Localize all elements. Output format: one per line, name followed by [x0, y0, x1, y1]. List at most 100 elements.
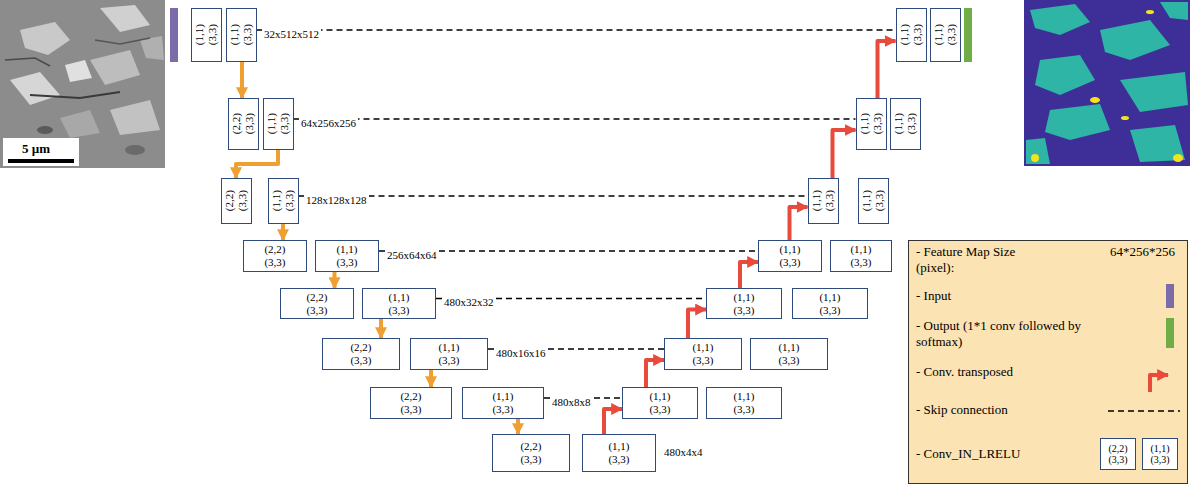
- conv-in-lrelu-block: (1,1) (3,3): [226, 8, 257, 62]
- downsample-arrow: [281, 224, 285, 240]
- downsample-arrow: [333, 272, 337, 288]
- conv-params: (1,1) (3,3): [860, 190, 885, 211]
- conv-in-lrelu-block: (1,1) (3,3): [582, 434, 656, 472]
- skip-connection: [257, 29, 896, 31]
- conv-params: (1,1) (3,3): [492, 390, 513, 415]
- conv-in-lrelu-block: (2,2) (3,3): [280, 288, 354, 319]
- conv-in-lrelu-block: (1,1) (3,3): [263, 98, 294, 150]
- conv-transposed-arrow: [790, 207, 808, 240]
- conv-in-lrelu-block: (1,1) (3,3): [462, 387, 544, 419]
- feature-map-size-example: 64*256*256: [1108, 244, 1177, 260]
- conv-in-lrelu-block: (1,1) (3,3): [191, 8, 222, 62]
- conv-in-lrelu-block: (1,1) (3,3): [808, 178, 839, 224]
- downsample-arrow: [240, 62, 244, 98]
- conv-params: (2,2) (3,3): [264, 243, 285, 268]
- conv-in-lrelu-block: (1,1) (3,3): [750, 338, 828, 370]
- scale-bar-label: 5 µm: [20, 141, 52, 157]
- conv-params: (1,1) (3,3): [850, 243, 871, 268]
- legend-text: - Skip connection: [916, 402, 1008, 418]
- conv-transposed-arrow: [646, 360, 664, 387]
- conv-in-lrelu-block: (1,1) (3,3): [758, 240, 822, 272]
- conv-params: (1,1) (3,3): [270, 190, 295, 211]
- conv-in-lrelu-block: (1,1) (3,3): [362, 288, 436, 319]
- feature-map-size: 32x512x512: [262, 28, 321, 41]
- conv-params: (1,1) (3,3): [733, 291, 754, 316]
- skip-connection: [299, 195, 808, 197]
- conv-params: (2,2) (3,3): [230, 113, 255, 134]
- conv-in-lrelu-block: (1,1) (3,3): [830, 240, 892, 272]
- conv-in-lrelu-block: (1,1) (3,3): [896, 8, 927, 62]
- conv-in-lrelu-block: (2,2) (3,3): [1100, 438, 1136, 470]
- conv-in-lrelu-block: (2,2) (3,3): [322, 338, 400, 370]
- conv-in-lrelu-block: (1,1) (3,3): [664, 338, 742, 370]
- conv-params: (1,1) (3,3): [858, 113, 883, 134]
- conv-in-lrelu-block: (1,1) (3,3): [856, 98, 887, 150]
- conv-in-lrelu-block: (1,1) (3,3): [410, 338, 488, 370]
- conv-in-lrelu-block: (1,1) (3,3): [890, 98, 921, 150]
- conv-params: (1,1) (3,3): [779, 243, 800, 268]
- conv-params: (2,2) (3,3): [1108, 443, 1127, 466]
- skip-connection-sample: [1108, 410, 1180, 412]
- conv-transposed-arrow: [740, 262, 758, 288]
- conv-in-lrelu-block: (1,1) (3,3): [315, 240, 379, 272]
- conv-params: (1,1) (3,3): [336, 243, 357, 268]
- feature-map-size: 480x4x4: [662, 446, 705, 459]
- sem-image: [0, 0, 165, 168]
- feature-map-size: 480x8x8: [550, 396, 593, 409]
- conv-in-lrelu-block: (2,2) (3,3): [243, 240, 307, 272]
- segmentation-image: [1024, 0, 1190, 166]
- conv-in-lrelu-block: (1,1) (3,3): [930, 8, 961, 62]
- legend-swatch: [1166, 284, 1174, 308]
- conv-in-lrelu-block: (2,2) (3,3): [370, 387, 452, 419]
- conv-params: (1,1) (3,3): [228, 24, 253, 45]
- conv-in-lrelu-block: (1,1) (3,3): [792, 288, 868, 319]
- conv-in-lrelu-block: (1,1) (3,3): [706, 387, 782, 419]
- legend-text: - Conv. transposed: [916, 364, 1013, 380]
- legend-text: - Feature Map Size (pixel):: [916, 244, 1056, 275]
- conv-in-lrelu-block: (2,2) (3,3): [492, 434, 570, 472]
- conv-transposed-sample: [1150, 375, 1168, 392]
- conv-in-lrelu-block: (1,1) (3,3): [1142, 438, 1178, 470]
- feature-map-size: 480x16x16: [494, 347, 548, 360]
- conv-params: (1,1) (3,3): [1150, 443, 1169, 466]
- conv-params: (1,1) (3,3): [810, 190, 835, 211]
- downsample-arrow: [516, 419, 520, 434]
- conv-transposed-arrow: [688, 310, 706, 339]
- conv-params: (1,1) (3,3): [778, 341, 799, 366]
- conv-params: (1,1) (3,3): [892, 113, 917, 134]
- conv-params: (2,2) (3,3): [306, 291, 327, 316]
- conv-params: (1,1) (3,3): [819, 291, 840, 316]
- conv-params: (1,1) (3,3): [388, 291, 409, 316]
- conv-params: (2,2) (3,3): [400, 390, 421, 415]
- legend-text: - Conv_IN_LRELU: [916, 446, 1020, 462]
- conv-transposed-arrow: [833, 130, 856, 178]
- feature-map-size: 128x128x128: [304, 194, 369, 207]
- conv-params: (1,1) (3,3): [265, 113, 290, 134]
- downsample-arrow: [429, 370, 433, 387]
- conv-params: (1,1) (3,3): [898, 24, 923, 45]
- skip-connection: [294, 118, 856, 120]
- legend-swatch: [1166, 318, 1174, 348]
- downsample-arrow: [236, 150, 278, 178]
- conv-in-lrelu-block: (1,1) (3,3): [706, 288, 782, 319]
- conv-in-lrelu-block: (1,1) (3,3): [268, 178, 299, 224]
- feature-map-size: 256x64x64: [385, 249, 439, 262]
- conv-in-lrelu-block: (2,2) (3,3): [221, 178, 252, 224]
- conv-params: (1,1) (3,3): [733, 390, 754, 415]
- conv-in-lrelu-block: (2,2) (3,3): [228, 98, 259, 150]
- legend-text: - Output (1*1 conv followed by softmax): [916, 318, 1121, 349]
- conv-in-lrelu-block: (1,1) (3,3): [622, 387, 698, 419]
- conv-params: (1,1) (3,3): [608, 440, 629, 465]
- output-bar: [964, 8, 972, 62]
- legend-text: - Input: [916, 288, 951, 304]
- conv-params: (1,1) (3,3): [438, 341, 459, 366]
- conv-params: (1,1) (3,3): [193, 24, 218, 45]
- input-bar: [170, 8, 178, 62]
- downsample-arrow: [379, 319, 383, 338]
- conv-params: (2,2) (3,3): [223, 190, 248, 211]
- conv-params: (1,1) (3,3): [692, 341, 713, 366]
- conv-params: (2,2) (3,3): [350, 341, 371, 366]
- conv-transposed-arrow: [878, 41, 896, 98]
- conv-params: (1,1) (3,3): [932, 24, 957, 45]
